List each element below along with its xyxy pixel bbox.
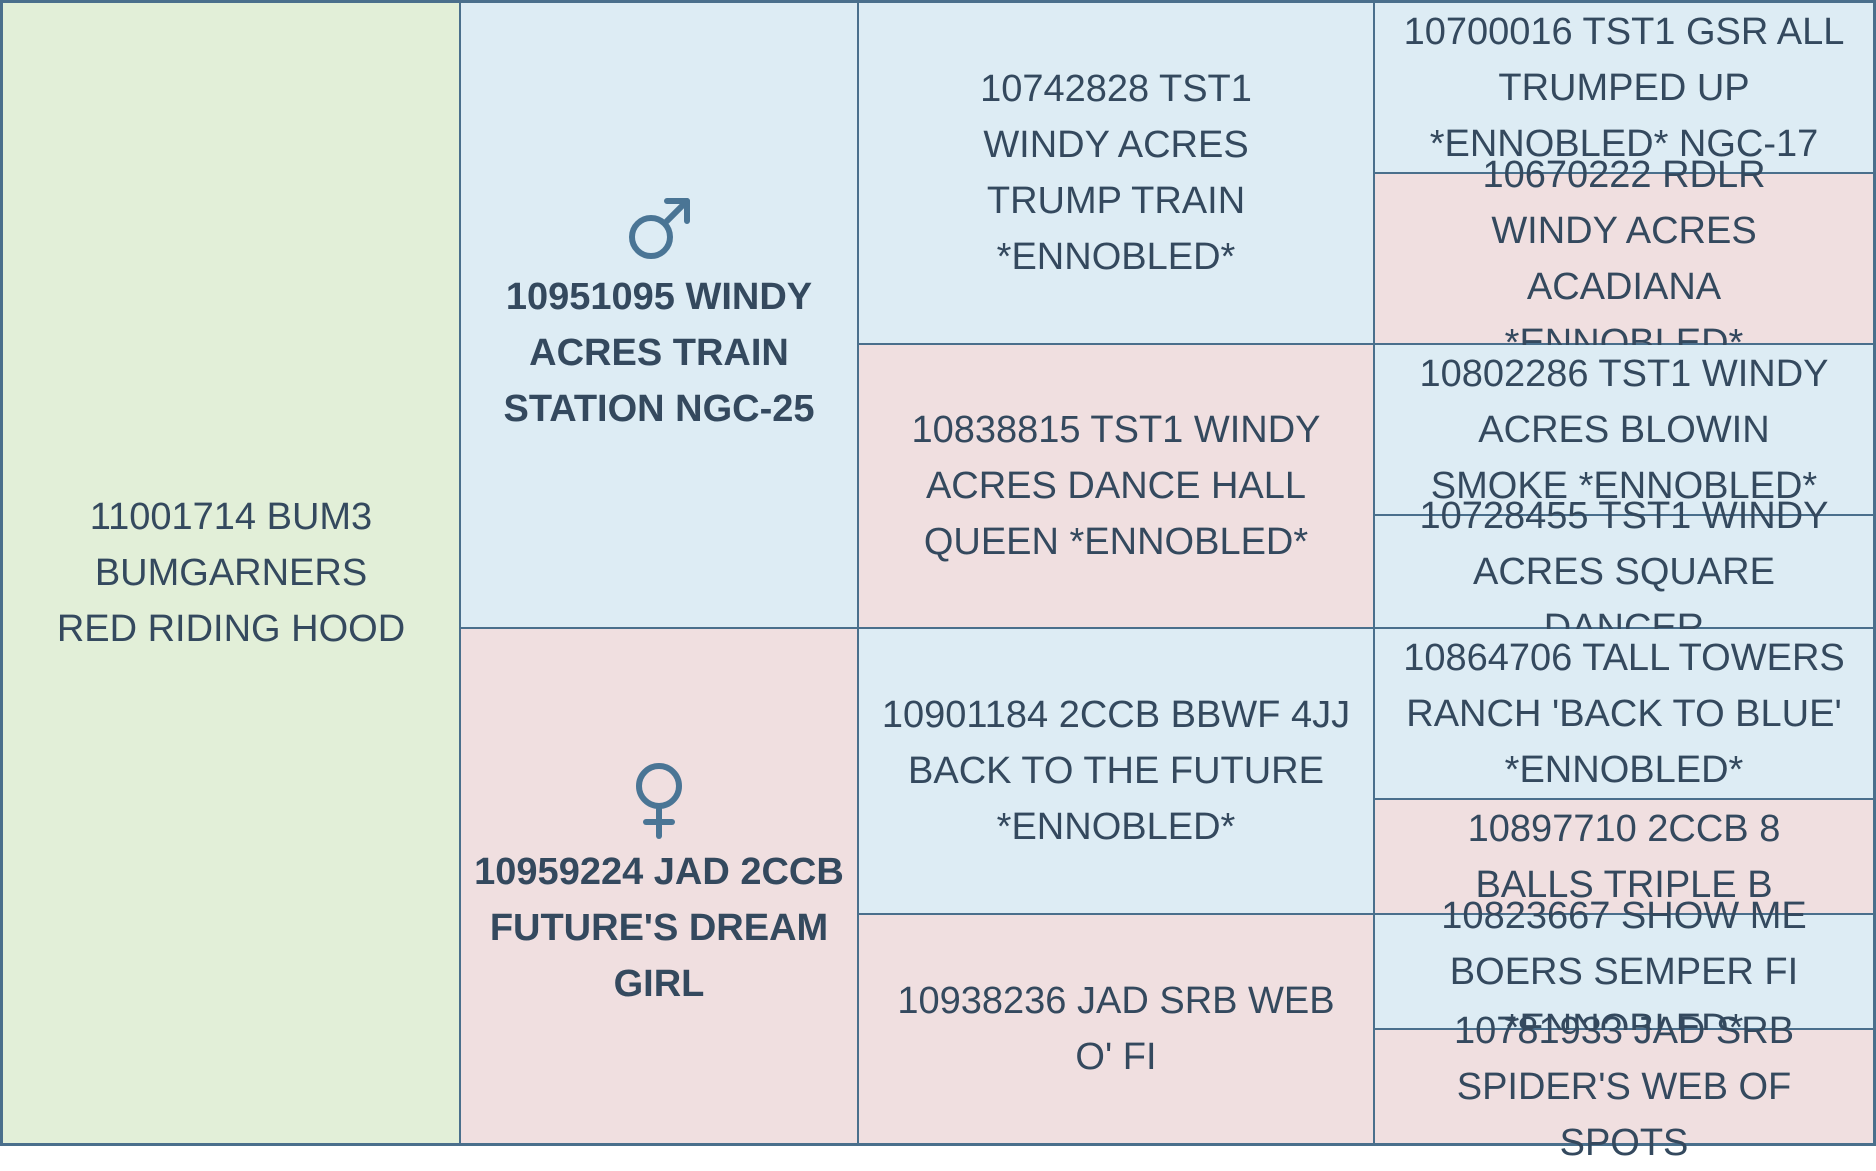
dam-name: 10959224 JAD 2CCB FUTURE'S DREAM GIRL: [474, 851, 844, 1005]
sire-dam-dam-name: 10728455 TST1 WINDY ACRES SQUARE DANCER: [1419, 494, 1829, 649]
sire-dam-cell: 10838815 TST1 WINDY ACRES DANCE HALL QUE…: [859, 345, 1375, 629]
sire-dam-dam-cell: 10728455 TST1 WINDY ACRES SQUARE DANCER: [1375, 495, 1873, 649]
sire-dam-sire-name: 10802286 TST1 WINDY ACRES BLOWIN SMOKE *…: [1419, 352, 1829, 507]
sire-sire-sire-name: 10700016 TST1 GSR ALL TRUMPED UP *ENNOBL…: [1403, 10, 1845, 165]
dam-sire-sire-name: 10864706 TALL TOWERS RANCH 'BACK TO BLUE…: [1403, 636, 1845, 791]
dam-sire-cell: 10901184 2CCB BBWF 4JJ BACK TO THE FUTUR…: [859, 629, 1375, 915]
dam-sire-dam-name: 10897710 2CCB 8 BALLS TRIPLE B: [1467, 807, 1781, 906]
dam-sire-sire-cell: 10864706 TALL TOWERS RANCH 'BACK TO BLUE…: [1375, 629, 1873, 800]
animal-name: 11001714 BUM3 BUMGARNERS RED RIDING HOOD: [56, 496, 406, 650]
dam-dam-dam-cell: 10781933 JAD SRB SPIDER'S WEB OF SPOTS: [1375, 1010, 1873, 1164]
female-symbol-icon: [629, 760, 689, 840]
dam-dam-name: 10938236 JAD SRB WEB O' FI: [897, 980, 1335, 1078]
sire-sire-cell: 10742828 TST1 WINDY ACRES TRUMP TRAIN *E…: [859, 3, 1375, 345]
dam-dam-dam-name: 10781933 JAD SRB SPIDER'S WEB OF SPOTS: [1453, 1009, 1795, 1164]
sire-name: 10951095 WINDY ACRES TRAIN STATION NGC-2…: [503, 276, 815, 430]
dam-sire-name: 10901184 2CCB BBWF 4JJ BACK TO THE FUTUR…: [881, 694, 1351, 848]
dam-dam-cell: 10938236 JAD SRB WEB O' FI: [859, 915, 1375, 1143]
sire-dam-name: 10838815 TST1 WINDY ACRES DANCE HALL QUE…: [911, 409, 1321, 563]
dam-sire-dam-cell: 10897710 2CCB 8 BALLS TRIPLE B: [1375, 800, 1873, 915]
male-symbol-icon: [623, 193, 695, 265]
sire-sire-sire-cell: 10700016 TST1 GSR ALL TRUMPED UP *ENNOBL…: [1375, 3, 1873, 174]
sire-sire-dam-name: 10670222 RDLR WINDY ACRES ACADIANA *ENNO…: [1482, 153, 1766, 364]
sire-cell: 10951095 WINDY ACRES TRAIN STATION NGC-2…: [461, 3, 859, 629]
sire-sire-dam-cell: 10670222 RDLR WINDY ACRES ACADIANA *ENNO…: [1375, 154, 1873, 364]
dam-dam-sire-cell: 10823667 SHOW ME BOERS SEMPER FI *ENNOBL…: [1375, 895, 1873, 1049]
animal-cell: 11001714 BUM3 BUMGARNERS RED RIDING HOOD: [3, 3, 461, 1143]
dam-cell: 10959224 JAD 2CCB FUTURE'S DREAM GIRL: [461, 629, 859, 1143]
sire-dam-sire-cell: 10802286 TST1 WINDY ACRES BLOWIN SMOKE *…: [1375, 345, 1873, 516]
sire-sire-name: 10742828 TST1 WINDY ACRES TRUMP TRAIN *E…: [980, 68, 1252, 278]
